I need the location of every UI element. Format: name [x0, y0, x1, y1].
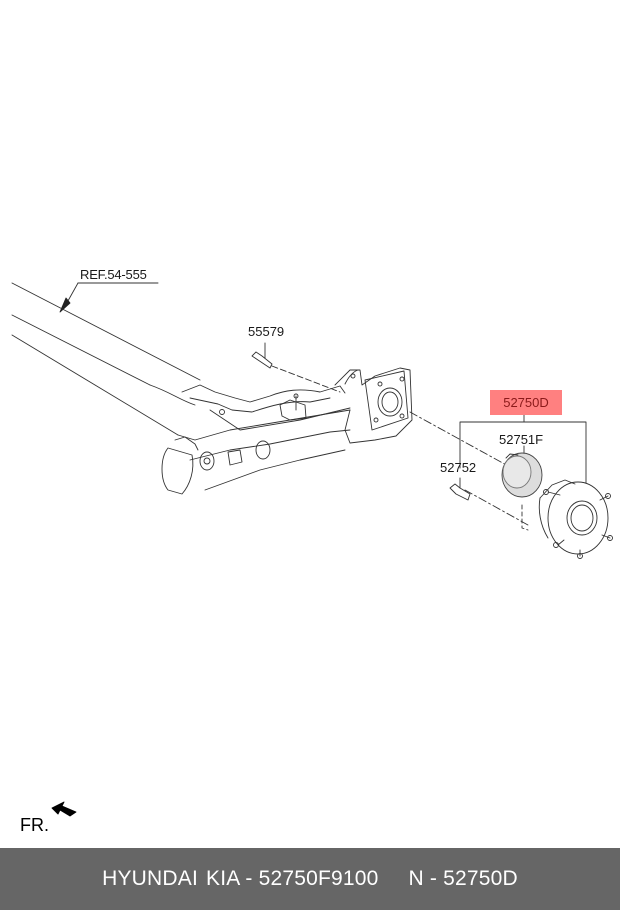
front-direction-label: FR.	[20, 815, 49, 835]
brand-label: HYUNDAI	[102, 867, 199, 890]
part-label-55579[interactable]: 55579	[248, 324, 285, 339]
oem-part-number: KIA - 52750F9100	[206, 867, 379, 890]
front-direction-arrow	[51, 801, 77, 817]
parts-diagram: REF.54-555 55579 52750D 52751F 52752 FR.	[11, 267, 613, 835]
bolt-55579-drawing	[251, 342, 341, 393]
highlighted-part-number: 52750D	[503, 395, 549, 410]
part-label-52750D-highlighted[interactable]: 52750D	[490, 390, 562, 415]
part-number-footer: HYUNDAI KIA - 52750F9100 N - 52750D	[0, 848, 620, 910]
hub-assembly-drawing	[538, 479, 613, 559]
reference-leader	[59, 282, 159, 313]
bearing-drawing	[501, 452, 543, 498]
spindle-bracket	[334, 367, 413, 444]
torsion-beam-axle	[11, 282, 351, 495]
part-label-52751F[interactable]: 52751F	[499, 432, 544, 447]
part-label-52752[interactable]: 52752	[440, 460, 477, 475]
hub-bolt-drawing	[449, 483, 471, 501]
exploded-view-drawing	[11, 282, 613, 817]
reference-label: REF.54-555	[80, 267, 147, 282]
diagram-part-number: N - 52750D	[408, 867, 518, 890]
